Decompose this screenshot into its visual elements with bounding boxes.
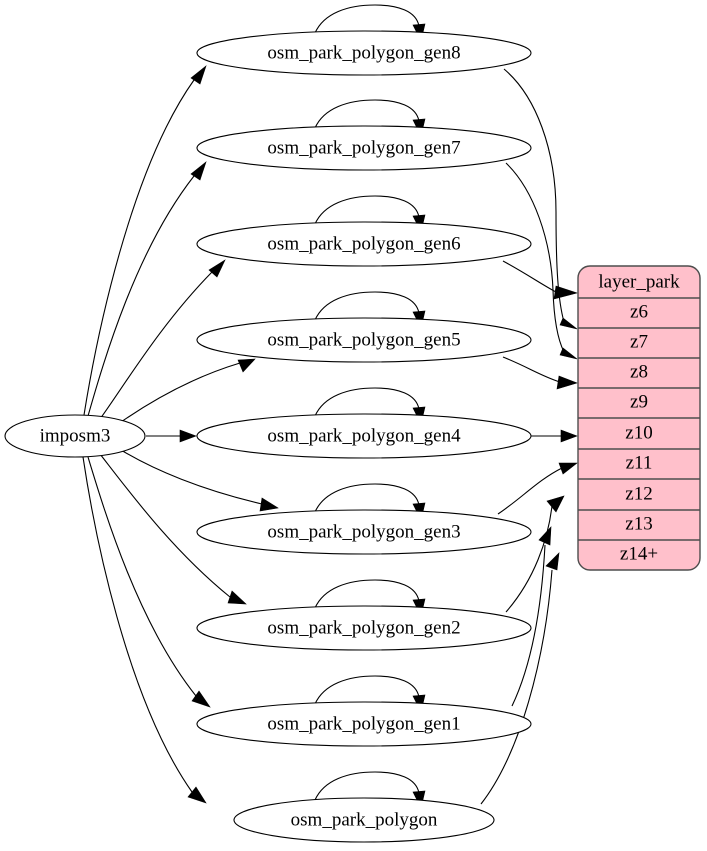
edge-osm-park-polygon-to-z14 bbox=[480, 552, 560, 805]
edge-imposm3-to-gen5 bbox=[120, 358, 256, 423]
edge-imposm3-to-gen8 bbox=[83, 65, 207, 416]
edge-gen5-to-z9 bbox=[502, 356, 578, 390]
node-label-gen3: osm_park_polygon_gen3 bbox=[267, 521, 460, 542]
node-osm-park-polygon-gen1[interactable]: osm_park_polygon_gen1 bbox=[196, 701, 532, 747]
edges-source-to-nodes bbox=[82, 65, 279, 804]
node-label-gen5: osm_park_polygon_gen5 bbox=[267, 329, 460, 350]
node-label-gen1: osm_park_polygon_gen1 bbox=[267, 713, 460, 734]
node-label-gen4: osm_park_polygon_gen4 bbox=[267, 425, 461, 446]
edge-imposm3-to-gen3 bbox=[120, 449, 279, 512]
edge-imposm3-to-gen6 bbox=[99, 259, 226, 420]
table-row-z12[interactable]: z12 bbox=[625, 483, 652, 504]
node-label-osm-park-polygon: osm_park_polygon bbox=[291, 809, 438, 830]
node-imposm3[interactable]: imposm3 bbox=[4, 414, 146, 458]
node-osm-park-polygon-gen3[interactable]: osm_park_polygon_gen3 bbox=[196, 509, 532, 555]
graph-nodes: imposm3 osm_park_polygon_gen8 osm_park_p… bbox=[4, 30, 532, 843]
table-row-z11[interactable]: z11 bbox=[626, 452, 653, 473]
edges-nodes-to-table-rows bbox=[480, 68, 579, 805]
layer-park-table[interactable]: layer_park z6 z7 z8 z9 z10 z11 z12 z13 z… bbox=[577, 265, 701, 571]
edge-imposm3-to-gen4 bbox=[146, 429, 197, 443]
node-osm-park-polygon-gen7[interactable]: osm_park_polygon_gen7 bbox=[196, 125, 532, 171]
node-osm-park-polygon-gen5[interactable]: osm_park_polygon_gen5 bbox=[196, 317, 532, 363]
node-label-gen8: osm_park_polygon_gen8 bbox=[267, 42, 460, 63]
table-row-z14-plus[interactable]: z14+ bbox=[620, 543, 658, 564]
edge-gen3-to-z11 bbox=[497, 462, 578, 515]
node-label-gen7: osm_park_polygon_gen7 bbox=[267, 137, 460, 158]
node-label-gen6: osm_park_polygon_gen6 bbox=[267, 233, 460, 254]
edge-gen4-to-z10 bbox=[531, 429, 578, 443]
edge-imposm3-to-gen7 bbox=[87, 161, 207, 417]
table-row-z9[interactable]: z9 bbox=[630, 391, 648, 412]
node-osm-park-polygon-gen4[interactable]: osm_park_polygon_gen4 bbox=[196, 413, 532, 459]
node-osm-park-polygon-gen8[interactable]: osm_park_polygon_gen8 bbox=[196, 30, 532, 76]
edge-imposm3-to-gen2 bbox=[99, 453, 247, 605]
edge-gen2-to-z12 bbox=[505, 495, 565, 613]
edge-gen7-to-z8 bbox=[505, 162, 578, 360]
table-row-z8[interactable]: z8 bbox=[630, 361, 648, 382]
edges-self-loops bbox=[314, 4, 426, 809]
table-row-z6[interactable]: z6 bbox=[630, 301, 648, 322]
edge-gen1-to-z13 bbox=[511, 526, 552, 707]
table-header-layer-park: layer_park bbox=[598, 271, 680, 292]
edge-imposm3-to-gen1 bbox=[87, 456, 211, 708]
node-label-gen2: osm_park_polygon_gen2 bbox=[267, 617, 460, 638]
edge-gen6-to-z6 bbox=[502, 260, 579, 300]
table-row-z10[interactable]: z10 bbox=[625, 422, 652, 443]
table-row-z7[interactable]: z7 bbox=[630, 331, 648, 352]
node-label-imposm3: imposm3 bbox=[40, 425, 111, 446]
node-osm-park-polygon[interactable]: osm_park_polygon bbox=[233, 797, 495, 843]
node-osm-park-polygon-gen2[interactable]: osm_park_polygon_gen2 bbox=[196, 605, 532, 651]
node-osm-park-polygon-gen6[interactable]: osm_park_polygon_gen6 bbox=[196, 221, 532, 267]
table-row-z13[interactable]: z13 bbox=[625, 513, 652, 534]
edge-imposm3-to-osm-park-polygon bbox=[82, 456, 207, 804]
